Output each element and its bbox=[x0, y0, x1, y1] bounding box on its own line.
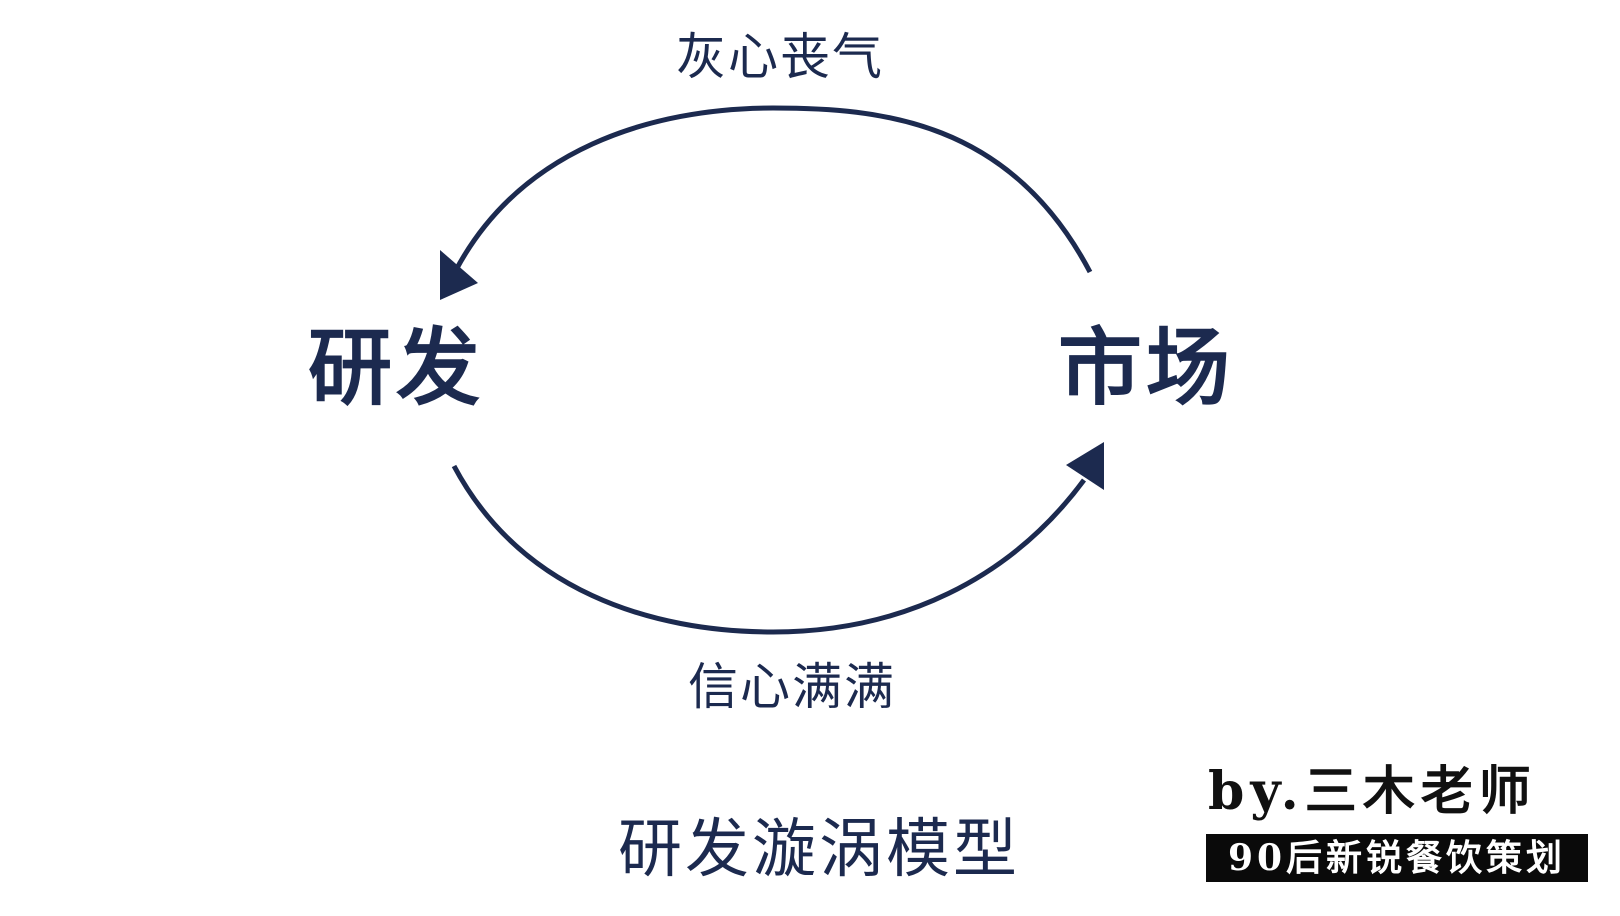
top-arc-label: 灰心丧气 bbox=[676, 28, 884, 86]
top-arrowhead-icon bbox=[440, 250, 478, 300]
bottom-arrowhead-icon bbox=[1066, 442, 1104, 490]
author-credit: by.三木老师 bbox=[1208, 761, 1537, 822]
node-research: 研发 bbox=[308, 319, 485, 417]
author-banner: 90后新锐餐饮策划 bbox=[1206, 834, 1588, 882]
bottom-arc-arrow bbox=[451, 464, 1087, 635]
bottom-arc-label: 信心满满 bbox=[688, 658, 896, 716]
node-market: 市场 bbox=[1058, 319, 1235, 417]
diagram-title: 研发漩涡模型 bbox=[618, 813, 1020, 887]
top-arc-arrow bbox=[453, 105, 1093, 274]
